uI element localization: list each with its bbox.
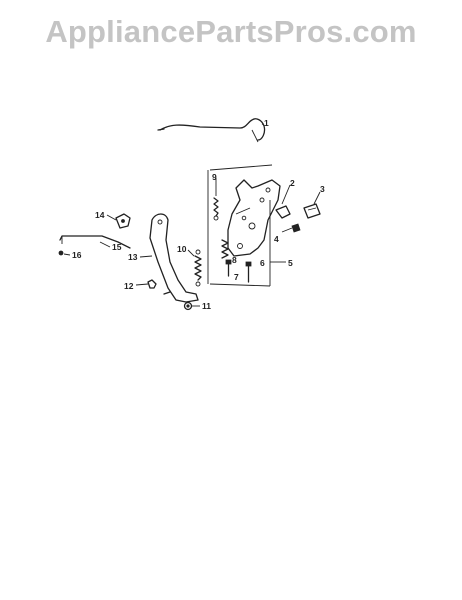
part-2-control-plate — [227, 179, 281, 257]
leader-lines — [63, 184, 321, 307]
callout-13: 13 — [128, 252, 138, 262]
part-3-bolt — [303, 203, 321, 219]
part-1-control-wire — [157, 118, 266, 143]
callout-15: 15 — [112, 242, 122, 252]
callout-4: 4 — [274, 234, 279, 244]
part-11-nut — [183, 301, 193, 311]
callout-9: 9 — [212, 172, 217, 182]
watermark-logo: AppliancePartsPros.com — [45, 14, 417, 49]
callout-11: 11 — [202, 301, 211, 311]
part-9-spring — [213, 178, 219, 221]
part-8-spring — [221, 239, 229, 259]
callout-5: 5 — [288, 258, 293, 268]
part-14-clamp — [115, 213, 131, 229]
callout-7: 7 — [234, 272, 239, 282]
leader-1 — [261, 123, 265, 126]
part-7-screw — [225, 259, 232, 277]
part-13-lever — [149, 213, 199, 303]
callout-1: 1 — [264, 118, 269, 128]
callout-10: 10 — [177, 244, 187, 254]
callout-12: 12 — [124, 281, 134, 291]
part-2-bracket-clip — [275, 205, 291, 219]
part-15-rod — [59, 235, 131, 249]
callout-16: 16 — [72, 250, 82, 260]
callout-14: 14 — [95, 210, 105, 220]
callout-8: 8 — [232, 255, 237, 265]
assembly-frame — [207, 164, 273, 287]
callout-6: 6 — [260, 258, 265, 268]
callout-3: 3 — [320, 184, 325, 194]
part-10-spring — [194, 249, 202, 287]
part-6-screw — [245, 261, 252, 283]
part-12-screw — [147, 279, 157, 289]
part-16-clip — [58, 250, 64, 256]
part-4-nut — [291, 223, 301, 233]
callout-2: 2 — [290, 178, 295, 188]
